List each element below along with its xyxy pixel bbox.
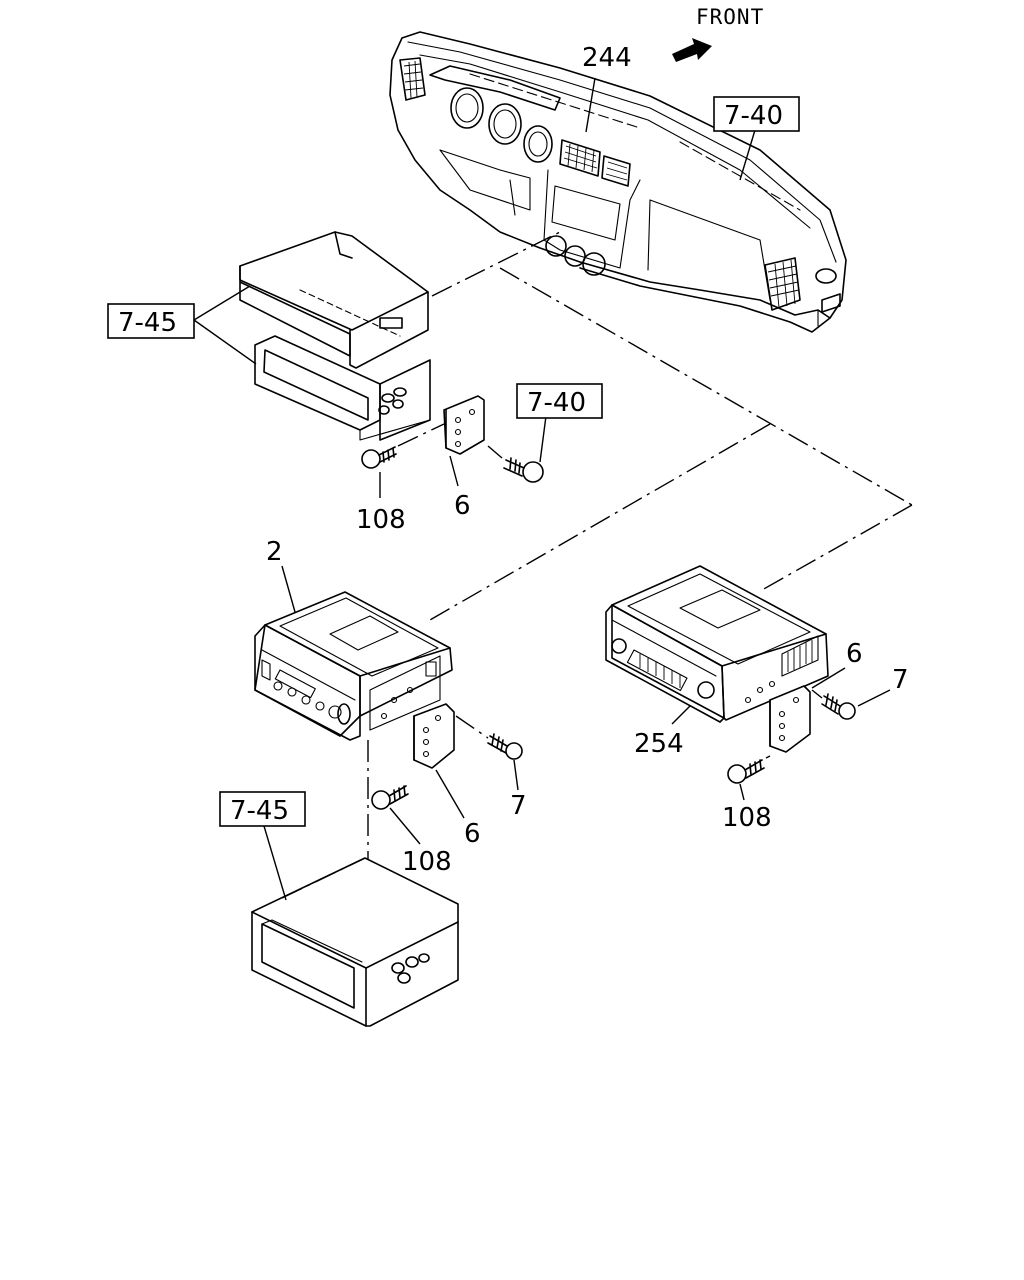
screw-top: [361, 423, 445, 469]
callout-radio: 2: [266, 537, 283, 567]
screw-mid: [371, 785, 409, 810]
callout-bracket-right: 6: [846, 639, 863, 669]
bracket-top: [443, 395, 485, 455]
ref-box-pocket-top: [107, 303, 195, 339]
callout-ref-pocket-bottom: 7-45: [230, 796, 289, 826]
callout-bracket-top: 6: [454, 491, 471, 521]
arrow-right-icon: [672, 38, 712, 62]
bolt-mid: [455, 715, 523, 760]
bolt-right: [811, 689, 856, 720]
bracket-right: [769, 685, 811, 753]
dashboard-assembly: [389, 31, 847, 333]
radio-unit-2: [254, 591, 453, 741]
top-mounting-frame: [239, 231, 561, 441]
callout-bolt-mid: 7: [510, 791, 527, 821]
callout-screw-mid: 108: [402, 847, 452, 877]
bolt-top: [487, 445, 544, 483]
ref-box-pocket-bottom: [219, 791, 306, 827]
callouts: 244 7-40 7-45 7-40 108 6 2 254 6 7 108 7…: [107, 43, 909, 877]
bracket-mid: [413, 703, 455, 769]
callout-bolt-right: 7: [892, 665, 909, 695]
callout-radio-alt: 254: [634, 729, 684, 759]
callout-ref-bolt: 7-40: [527, 388, 586, 418]
front-indicator: FRONT: [672, 5, 764, 62]
callout-244: 244: [582, 43, 632, 73]
ref-box-dash: [713, 96, 800, 132]
callout-bracket-mid: 6: [464, 819, 481, 849]
screw-right: [727, 755, 771, 784]
callout-ref-dash: 7-40: [724, 101, 783, 131]
bottom-pocket: [251, 857, 459, 1027]
callout-ref-pocket-top: 7-45: [118, 308, 177, 338]
callout-screw-right: 108: [722, 803, 772, 833]
ref-box-bolt: [516, 383, 603, 419]
front-label: FRONT: [696, 5, 764, 29]
callout-screw-top: 108: [356, 505, 406, 535]
